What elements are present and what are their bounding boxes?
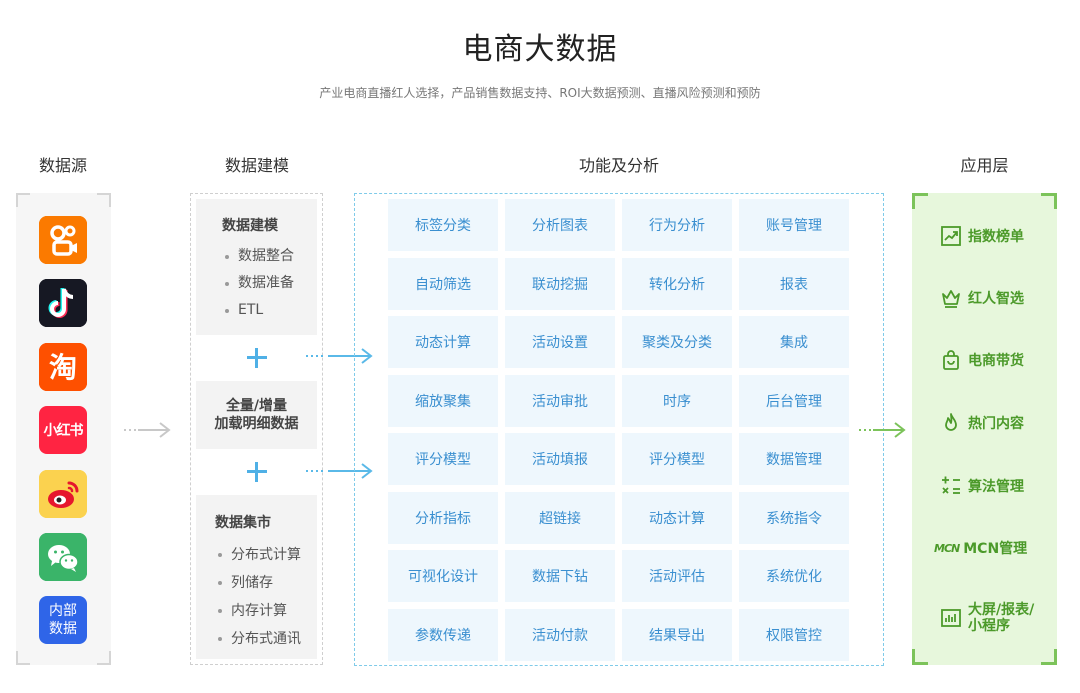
function-cell[interactable]: 时序 [622, 374, 732, 427]
column-heading-model: 数据建模 [224, 156, 289, 175]
list-item: 数据整合 [222, 243, 317, 270]
column-heading-func: 功能及分析 [578, 156, 659, 175]
function-cell[interactable]: 账号管理 [739, 199, 849, 251]
app-item-bigscreen[interactable]: 大屏/报表/ 小程序 [940, 601, 1034, 635]
app-item-label-group: 大屏/报表/ 小程序 [968, 602, 1034, 634]
weibo-icon [39, 470, 87, 518]
app-item-label: 指数榜单 [968, 229, 1024, 245]
column-heading-source: 数据源 [38, 156, 87, 175]
load-detail-line2: 加载明细数据 [214, 416, 299, 432]
internal-data-label-line2: 数据 [49, 621, 77, 637]
data-mart-list: 分布式计算 列储存 内存计算 分布式通讯 [215, 541, 317, 653]
modeling-list: 数据整合 数据准备 ETL [222, 243, 317, 324]
app-item-mcn-mgmt[interactable]: MCN MCN管理 [934, 537, 1027, 559]
page-subtitle: 产业电商直播红人选择，产品销售数据支持、ROI大数据预测、直播风险预测和预防 [319, 86, 761, 100]
douyin-icon [39, 279, 87, 327]
function-cell[interactable]: 缩放聚集 [388, 374, 498, 427]
function-cell[interactable]: 活动评估 [622, 550, 732, 602]
plus-icon [247, 462, 267, 482]
function-cell[interactable]: 转化分析 [622, 257, 732, 310]
function-cell[interactable]: 活动填报 [505, 433, 615, 485]
list-item: 内存计算 [215, 597, 317, 625]
page-title: 电商大数据 [462, 32, 618, 67]
crown-icon [942, 290, 960, 308]
list-item: 列储存 [215, 569, 317, 597]
data-source-panel: 淘 小红书 内部 数据 [16, 193, 111, 665]
taobao-icon: 淘 [39, 343, 87, 391]
function-cell[interactable]: 后台管理 [739, 374, 849, 427]
function-cell[interactable]: 标签分类 [388, 199, 498, 251]
data-mart-title: 数据集市 [215, 515, 271, 531]
function-cell[interactable]: 活动付款 [505, 608, 615, 661]
list-item: 分布式通讯 [215, 625, 317, 653]
app-item-label: 红人智选 [968, 291, 1024, 307]
function-cell[interactable]: 数据下钻 [505, 550, 615, 602]
function-cell[interactable]: 结果导出 [622, 608, 732, 661]
app-item-hot-content[interactable]: 热门内容 [940, 412, 1024, 434]
svg-text:淘: 淘 [49, 351, 77, 384]
app-item-influencer-select[interactable]: 红人智选 [940, 287, 1024, 309]
function-cell[interactable]: 参数传递 [388, 608, 498, 661]
app-item-label: 热门内容 [968, 416, 1024, 432]
shopping-bag-icon [943, 350, 959, 370]
function-analysis-panel: 标签分类分析图表行为分析账号管理自动筛选联动挖掘转化分析报表动态计算活动设置聚类… [354, 193, 884, 666]
trend-chart-icon [941, 226, 961, 246]
mcn-logo-icon: MCN [934, 541, 960, 555]
function-cell[interactable]: 系统指令 [739, 491, 849, 544]
column-heading-app: 应用层 [960, 156, 1009, 175]
calculator-icon [942, 476, 960, 494]
app-item-label: 电商带货 [968, 353, 1024, 369]
kuaishou-icon [39, 216, 87, 264]
function-cell[interactable]: 可视化设计 [388, 550, 498, 602]
function-cell[interactable]: 聚类及分类 [622, 316, 732, 368]
app-item-label: 算法管理 [968, 479, 1024, 495]
load-detail-line1: 全量/增量 [225, 398, 288, 414]
list-item: 分布式计算 [215, 541, 317, 569]
data-mart-panel: 数据集市 分布式计算 列储存 内存计算 分布式通讯 [196, 495, 317, 659]
app-item-algorithm-mgmt[interactable]: 算法管理 [940, 475, 1024, 497]
internal-data-label-line1: 内部 [49, 603, 77, 619]
app-item-label: 小程序 [968, 618, 1010, 634]
function-cell[interactable]: 分析图表 [505, 199, 615, 251]
modeling-panel: 数据建模 数据整合 数据准备 ETL [196, 199, 317, 335]
function-cell[interactable]: 行为分析 [622, 199, 732, 251]
function-cell[interactable]: 超链接 [505, 491, 615, 544]
app-item-label: 大屏/报表/ [968, 602, 1035, 618]
function-cell[interactable]: 自动筛选 [388, 257, 498, 310]
app-item-ecommerce-sales[interactable]: 电商带货 [940, 349, 1024, 371]
load-detail-panel: 全量/增量 加载明细数据 [196, 381, 317, 449]
app-item-index-ranking[interactable]: 指数榜单 [940, 225, 1024, 247]
wechat-icon [39, 533, 87, 581]
dashboard-icon [941, 609, 961, 627]
function-cell[interactable]: 系统优化 [739, 550, 849, 602]
flame-icon [945, 413, 957, 431]
data-modeling-panel: 数据建模 数据整合 数据准备 ETL 全量/增量 加载明细数据 数据集市 分布式… [190, 193, 323, 665]
function-cell[interactable]: 联动挖掘 [505, 257, 615, 310]
xiaohongshu-icon: 小红书 [39, 406, 87, 454]
function-cell[interactable]: 报表 [739, 257, 849, 310]
internal-data-icon: 内部 数据 [39, 596, 87, 644]
application-layer-panel: 指数榜单 红人智选 电商带货 热门内容 算法管理 [912, 193, 1057, 665]
arrow-source-to-model [124, 422, 171, 438]
app-item-label: MCN管理 [963, 541, 1028, 557]
function-cell[interactable]: 权限管控 [739, 608, 849, 661]
function-cell[interactable]: 动态计算 [388, 316, 498, 368]
arrow-func-to-app [859, 422, 906, 438]
list-item: ETL [222, 297, 317, 324]
arrow-model-to-func-lower [306, 463, 373, 479]
function-cell[interactable]: 活动审批 [505, 374, 615, 427]
plus-icon [247, 348, 267, 368]
function-cell[interactable]: 集成 [739, 316, 849, 368]
modeling-panel-title: 数据建模 [222, 218, 278, 234]
function-cell[interactable]: 评分模型 [622, 433, 732, 485]
function-cell[interactable]: 活动设置 [505, 316, 615, 368]
function-cell[interactable]: 动态计算 [622, 491, 732, 544]
arrow-model-to-func-upper [306, 348, 373, 364]
function-cell[interactable]: 评分模型 [388, 433, 498, 485]
function-cell[interactable]: 分析指标 [388, 491, 498, 544]
function-cell[interactable]: 数据管理 [739, 433, 849, 485]
list-item: 数据准备 [222, 270, 317, 297]
